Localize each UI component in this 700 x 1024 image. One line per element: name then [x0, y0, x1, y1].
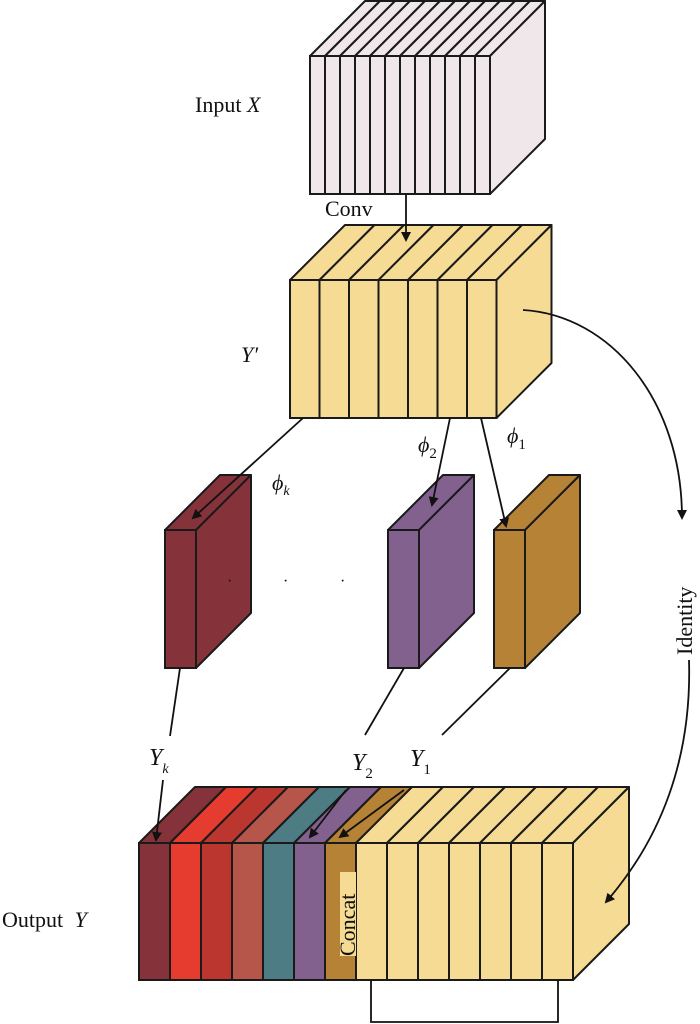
- input-tensor: [309, 0, 546, 195]
- arrows: [151, 194, 691, 1023]
- input-slice-6: [384, 55, 401, 195]
- intermediate-slice-3: [348, 279, 380, 419]
- input-slice-4: [354, 55, 371, 195]
- output-slice-2: [169, 842, 202, 981]
- input-slice-2: [324, 55, 341, 195]
- input-slice-11: [459, 55, 476, 195]
- concat-label-bg: [340, 872, 356, 956]
- conv-label: Conv: [325, 196, 373, 221]
- output-slice-5: [262, 842, 295, 981]
- block-1-slice-1: [493, 529, 526, 669]
- input-slice-7: [399, 55, 416, 195]
- output-slice-9: [386, 842, 419, 981]
- identity-label: Identity: [672, 587, 697, 655]
- intermediate-slice-1: [289, 279, 321, 419]
- block-k-slice-1: [164, 529, 197, 669]
- output-slice-13: [510, 842, 543, 981]
- y-2-arrow: [308, 789, 347, 839]
- intermediate-slice-6: [436, 279, 468, 419]
- output-slice-12: [479, 842, 512, 981]
- phi-k-arrow: [191, 417, 304, 520]
- ellipsis-dot-1: ·: [227, 573, 232, 590]
- identity-arrow-upper: [522, 309, 687, 520]
- output-slice-10: [417, 842, 450, 981]
- input-slice-5: [369, 55, 386, 195]
- phi-2-label: ϕ2: [418, 432, 437, 462]
- block-2-slice-1: [387, 529, 420, 669]
- phi-1-label: ϕ1: [507, 423, 526, 453]
- y-1-label: Y1: [410, 746, 431, 778]
- intermediate-slice-4: [377, 279, 409, 419]
- input-slice-3: [339, 55, 356, 195]
- output-slice-6: [293, 842, 326, 981]
- identity-arrow-lower: [604, 659, 691, 904]
- ellipsis-dot-2: ·: [283, 573, 288, 590]
- y-k-label: Yk: [149, 745, 169, 777]
- intermediate-label: Y′: [241, 342, 259, 367]
- output-slice-3: [200, 842, 233, 981]
- y-1-connector-upper: [441, 667, 511, 736]
- intermediate-tensor: [289, 224, 553, 419]
- input-slice-12: [474, 55, 491, 195]
- ghost-blocks: [164, 474, 581, 669]
- input-slice-10: [444, 55, 461, 195]
- input-slice-9: [429, 55, 446, 195]
- concat-bracket: [370, 980, 559, 1023]
- y-k-connector-upper: [169, 667, 181, 737]
- y-1-arrow: [338, 789, 405, 839]
- output-label: Output Y: [2, 907, 90, 932]
- y-2-connector-upper: [364, 667, 405, 736]
- input-label: Input X: [195, 92, 262, 117]
- output-slice-8: [355, 842, 388, 981]
- intermediate-slice-2: [318, 279, 350, 419]
- phi-1-arrow: [480, 417, 510, 528]
- output-slice-14: [541, 842, 574, 981]
- phi-k-label: ϕk: [272, 470, 290, 499]
- input-slice-8: [414, 55, 431, 195]
- output-tensor: [138, 786, 630, 981]
- input-slice-1: [309, 55, 326, 195]
- phi-2-arrow: [428, 417, 451, 507]
- ellipsis-dot-3: ·: [340, 573, 345, 590]
- y-k-arrow: [151, 779, 164, 842]
- output-slice-1: [138, 842, 171, 981]
- concat-label: Concat: [335, 894, 360, 956]
- y-2-label: Y2: [352, 750, 373, 782]
- output-slice-11: [448, 842, 481, 981]
- output-slice-4: [231, 842, 264, 981]
- intermediate-slice-7: [466, 279, 498, 419]
- intermediate-slice-5: [407, 279, 439, 419]
